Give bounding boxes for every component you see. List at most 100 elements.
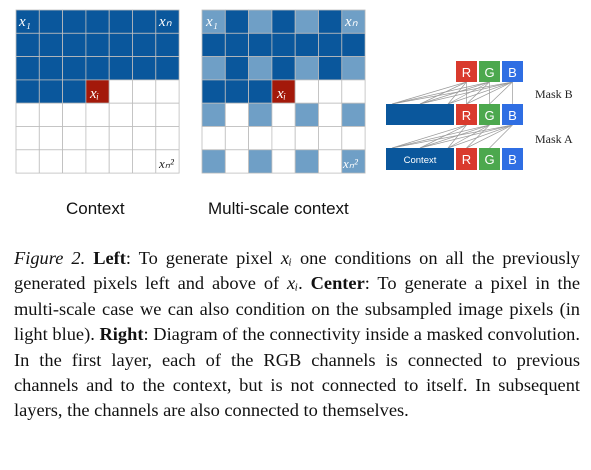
grid-cell — [294, 56, 319, 81]
grid-cell — [318, 56, 343, 81]
grid-cell — [318, 126, 343, 151]
grid-cell — [248, 149, 273, 174]
connection-line — [419, 81, 467, 105]
grid-cell — [248, 126, 273, 151]
grid-cell — [62, 56, 87, 81]
grid-cell — [85, 9, 110, 34]
grid-cell — [341, 126, 366, 151]
grid-cell — [155, 56, 180, 81]
grid-cell — [224, 56, 250, 81]
grid-cell — [132, 79, 157, 104]
connection-line — [419, 124, 513, 149]
left-label-x1: x₁ — [18, 14, 31, 30]
grid-cell — [341, 149, 366, 174]
grid-cell — [271, 32, 296, 57]
grid-cell — [132, 56, 157, 81]
center-label-x1: x₁ — [205, 14, 218, 30]
grid-cell — [271, 149, 296, 174]
bottom-g-box — [479, 148, 500, 170]
grid-cell — [341, 79, 366, 104]
bottom-b-box — [502, 148, 523, 170]
caption-center-text: : To generate a pixel in the multi-scale… — [14, 273, 580, 345]
caption-left-text-2: one conditions on all the previously gen… — [14, 248, 581, 294]
grid-cell — [38, 126, 63, 151]
connection-line — [489, 124, 513, 149]
grid-cell — [224, 102, 250, 127]
grid-cell — [155, 126, 180, 151]
caption-left-heading: Left — [93, 248, 126, 268]
caption-left-text-1: : To generate pixel — [125, 248, 281, 268]
grid-cell — [294, 9, 319, 34]
connection-line — [391, 81, 467, 105]
figure-caption: Figure 2. Left: To generate pixel xᵢ one… — [14, 246, 580, 424]
middle-b-box — [502, 104, 523, 125]
grid-cell — [341, 56, 366, 81]
grid-cell — [318, 32, 343, 57]
masked-convolution-diagram: R G B R G B Context R G B Mask B Mask A — [386, 61, 573, 170]
top-r-label: R — [462, 65, 471, 80]
context-bar-label: Context — [404, 155, 437, 166]
grid-cell — [224, 149, 250, 174]
grid-cell — [108, 79, 133, 104]
grid-cell — [15, 56, 40, 81]
center-label-xn2: xₙ² — [342, 156, 359, 171]
grid-cell — [132, 9, 157, 34]
multiscale-context-grid — [201, 9, 366, 174]
grid-cell — [318, 102, 343, 127]
grid-cell — [132, 126, 157, 151]
grid-cell — [108, 102, 133, 127]
center-label-xi: xᵢ — [276, 86, 286, 102]
grid-cell — [155, 32, 180, 57]
grid-cell — [248, 32, 273, 57]
grid-cell — [15, 126, 40, 151]
top-r-box — [456, 61, 477, 82]
context-label: Context — [66, 199, 125, 218]
grid-cell — [132, 149, 157, 174]
grid-cell — [108, 126, 133, 151]
grid-cell — [248, 102, 273, 127]
bottom-context-bar — [386, 148, 454, 170]
grid-cell — [294, 149, 319, 174]
caption-right-text: : Diagram of the connectivity inside a m… — [14, 324, 580, 421]
grid-cell — [38, 9, 63, 34]
left-label-xn: xₙ — [158, 14, 173, 30]
connection-line — [391, 124, 467, 149]
connection-line — [391, 81, 490, 105]
connection-lines — [391, 81, 513, 149]
grid-cell — [62, 9, 87, 34]
grid-cell — [62, 32, 87, 57]
connection-line — [447, 124, 490, 149]
grid-cell — [132, 102, 157, 127]
middle-b-label: B — [508, 108, 517, 123]
grid-cell — [341, 102, 366, 127]
connection-line — [466, 81, 490, 105]
grid-cell — [318, 9, 343, 34]
grid-cell — [155, 149, 180, 174]
grid-cell — [224, 9, 250, 34]
connection-line — [391, 81, 513, 105]
grid-cell — [85, 102, 110, 127]
caption-math-xi-2: xᵢ — [287, 273, 299, 294]
grid-cell — [294, 102, 319, 127]
figure-illustration: x₁ xₙ xᵢ xₙ² x₁ xₙ xᵢ xₙ² R G B R G B Co… — [15, 9, 573, 174]
connection-line — [419, 124, 490, 149]
grid-cell — [201, 149, 226, 174]
context-grid — [15, 9, 180, 174]
grid-cell — [108, 56, 133, 81]
left-label-xi: xᵢ — [89, 86, 99, 102]
top-b-box — [502, 61, 523, 82]
connection-line — [447, 124, 513, 149]
grid-cell — [224, 126, 250, 151]
grid-cell — [85, 56, 110, 81]
grid-cell — [132, 32, 157, 57]
grid-cell — [201, 102, 226, 127]
grid-cell — [294, 32, 319, 57]
grid-cell — [201, 79, 226, 104]
connection-line — [391, 124, 490, 149]
top-g-box — [479, 61, 500, 82]
mask-b-label: Mask B — [535, 87, 573, 101]
mask-a-label: Mask A — [535, 132, 573, 146]
middle-r-box — [456, 104, 477, 125]
grid-cell — [15, 32, 40, 57]
center-label-xn: xₙ — [344, 14, 359, 30]
